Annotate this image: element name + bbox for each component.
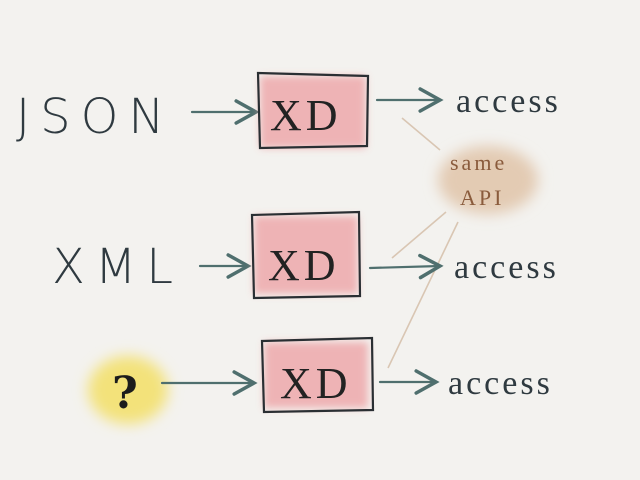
row-xml: XML XD access <box>52 210 559 300</box>
note-line-1: same <box>450 150 507 175</box>
xd-label-unknown: XD <box>280 359 352 408</box>
output-label-json: access <box>456 83 561 120</box>
source-label-xml: XML <box>52 239 183 295</box>
api-connectors <box>387 117 459 369</box>
xd-box-fill-unknown <box>264 342 368 408</box>
connector-row-3 <box>387 221 459 369</box>
row-json: JSON XD access <box>16 71 561 150</box>
output-arrow-xml <box>368 253 444 280</box>
note-line-2: API <box>460 185 504 210</box>
row-unknown: ? XD access <box>88 336 553 424</box>
source-label-unknown: ? <box>112 368 138 419</box>
connector-row-2 <box>391 211 447 259</box>
output-label-xml: access <box>454 249 559 286</box>
xd-box-json <box>256 71 370 150</box>
xd-label-xml: XD <box>268 241 340 290</box>
xd-box-xml <box>250 210 362 300</box>
output-label-unknown: access <box>448 365 553 402</box>
connector-row-1 <box>401 117 441 151</box>
xd-label-json: XD <box>270 91 342 140</box>
question-highlight <box>88 356 168 424</box>
source-label-json: JSON <box>16 89 174 145</box>
xd-box-fill-json <box>260 76 366 148</box>
same-api-note: same API <box>438 146 538 214</box>
note-background <box>438 146 538 214</box>
xd-box-fill-xml <box>254 216 358 294</box>
xd-box-unknown <box>260 336 375 414</box>
